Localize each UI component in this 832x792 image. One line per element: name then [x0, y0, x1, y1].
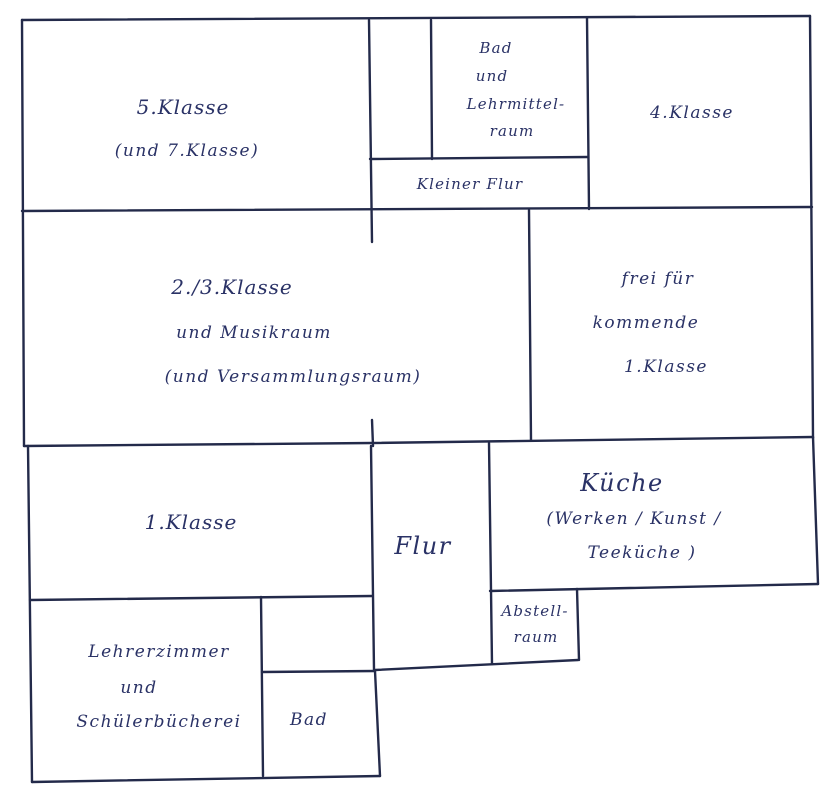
- room-bad-top-line4: raum: [490, 122, 535, 140]
- room-lehrer-line2: und: [120, 678, 157, 698]
- outer-wall-left-upper: [20, 18, 26, 448]
- wall-klasse5-right: [367, 18, 374, 244]
- wall-kueche-bottom: [488, 582, 820, 593]
- outer-wall-top: [20, 14, 812, 22]
- room-bad-bottom: Bad: [289, 710, 328, 730]
- wall-bad-left: [429, 18, 434, 161]
- wall-flur-bottom: [373, 658, 580, 672]
- room-kueche-line3: Teeküche ): [588, 543, 697, 563]
- room-kleiner-flur: Kleiner Flur: [416, 175, 524, 193]
- room-lehrer-line1: Lehrerzimmer: [87, 642, 229, 662]
- room-kueche-title: Küche: [579, 469, 663, 497]
- room-lehrer-line3: Schülerbücherei: [76, 712, 241, 732]
- room-klasse23-title: 2./3.Klasse: [170, 275, 293, 299]
- room-frei-line3: 1.Klasse: [624, 357, 708, 377]
- room-abstell-line1: Abstell-: [499, 602, 568, 620]
- walls: [20, 14, 820, 784]
- wall-row2-bottom: [22, 435, 815, 448]
- wall-kueche-left: [487, 441, 494, 666]
- room-klasse1: 1.Klasse: [145, 510, 238, 534]
- wall-row1-bottom: [20, 205, 814, 213]
- room-flur: Flur: [393, 532, 451, 560]
- room-abstell-line2: raum: [514, 628, 559, 646]
- room-klasse5-title: 5.Klasse: [137, 95, 230, 119]
- wall-lehrer-right: [259, 595, 265, 778]
- room-kueche-line2: (Werken / Kunst /: [546, 509, 722, 529]
- room-bad-top-line3: Lehrmittel-: [466, 95, 566, 113]
- wall-kueche-right: [811, 435, 820, 586]
- wall-bad-bottom-top: [260, 669, 377, 674]
- room-klasse4: 4.Klasse: [649, 103, 734, 123]
- room-frei-line1: frei für: [620, 269, 695, 289]
- room-bad-top-line2: und: [476, 67, 509, 85]
- wall-bottom: [30, 774, 382, 784]
- wall-klasse1-bottom: [28, 594, 374, 602]
- room-klasse23-line2: und Musikraum: [176, 323, 332, 343]
- wall-bad-right: [585, 16, 591, 211]
- wall-bad-bottom: [368, 155, 590, 161]
- wall-abstell-right: [575, 587, 581, 662]
- room-klasse23-line3: (und Versammlungsraum): [165, 367, 422, 387]
- room-labels: 5.Klasse (und 7.Klasse) Bad und Lehrmitt…: [76, 39, 734, 732]
- wall-bad-bottom-right: [373, 669, 382, 778]
- wall-klasse23-right: [527, 208, 533, 442]
- wall-flur-top-stub: [370, 418, 375, 448]
- wall-klasse1-right: [369, 444, 376, 672]
- room-bad-top-line1: Bad: [478, 39, 512, 57]
- room-frei-line2: kommende: [593, 313, 700, 333]
- wall-left-lower: [26, 444, 34, 784]
- outer-wall-right-upper: [808, 14, 815, 440]
- room-klasse5-note: (und 7.Klasse): [115, 141, 259, 161]
